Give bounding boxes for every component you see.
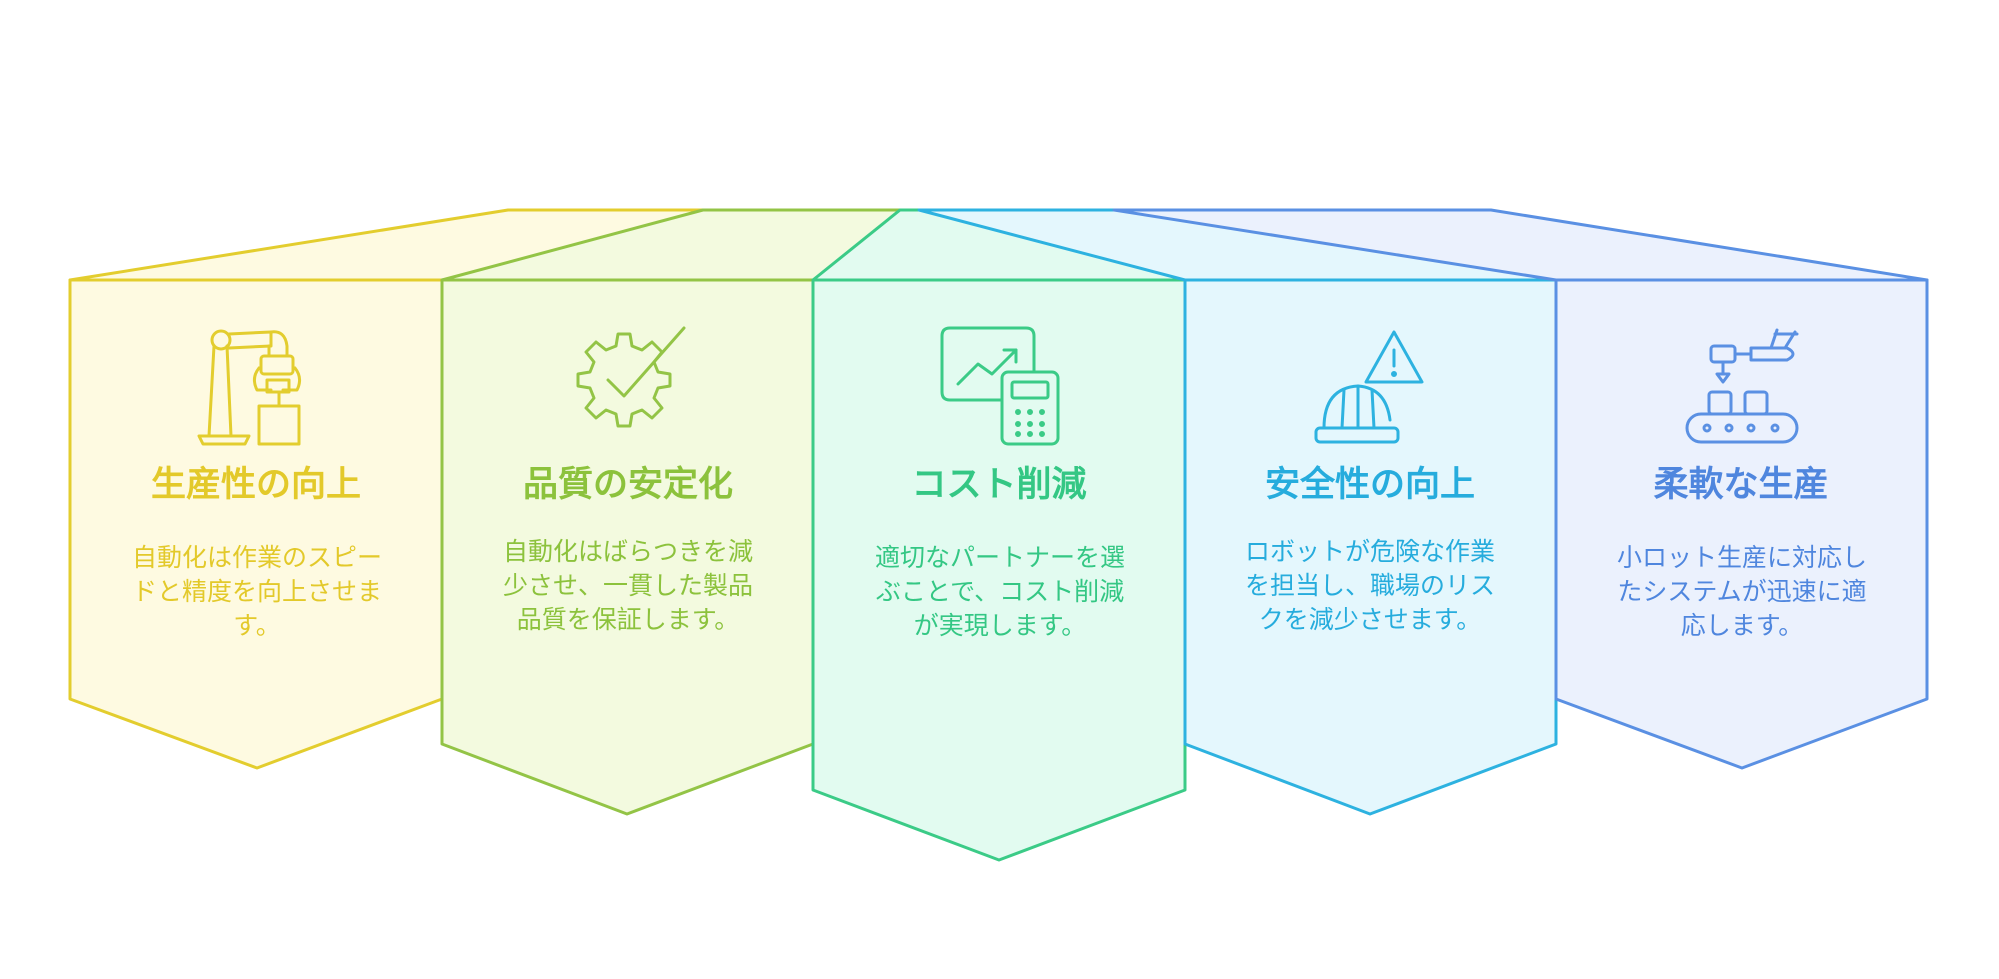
panel-quality-title: 品質の安定化: [522, 465, 733, 505]
panel-safety-title: 安全性の向上: [1264, 465, 1475, 505]
chart-calculator-icon: [940, 326, 1060, 446]
panel-cost-body: [811, 278, 1187, 862]
panel-quality-body: [440, 278, 815, 816]
panel-cost-desc: 適切なパートナーを選ぶことで、コスト削減が実現します。: [874, 543, 1125, 640]
panel-cost-title: コスト削減: [911, 465, 1087, 505]
panel-productivity-title: 生産性の向上: [150, 465, 361, 505]
warning-helmet-icon: [1314, 330, 1424, 444]
panel-quality-desc: 自動化はばらつきを減少させ、一貫した製品品質を保証します。: [502, 537, 753, 634]
panel-productivity-body: [68, 278, 444, 770]
panel-flexible-body: [1554, 278, 1929, 770]
panel-safety-body: [1183, 278, 1558, 816]
conveyor-robot-icon: [1685, 328, 1799, 444]
gear-check-icon: [576, 326, 686, 428]
panel-flexible-title: 柔軟な生産: [1653, 465, 1829, 505]
panel-productivity-desc: 自動化は作業のスピードと精度を向上させます。: [131, 543, 382, 640]
robot-arm-icon: [197, 329, 302, 446]
panel-safety-desc: ロボットが危険な作業を担当し、職場のリスクを減少させます。: [1244, 537, 1495, 634]
panel-flexible-desc: 小ロット生産に対応したシステムが迅速に適応します。: [1616, 543, 1867, 640]
